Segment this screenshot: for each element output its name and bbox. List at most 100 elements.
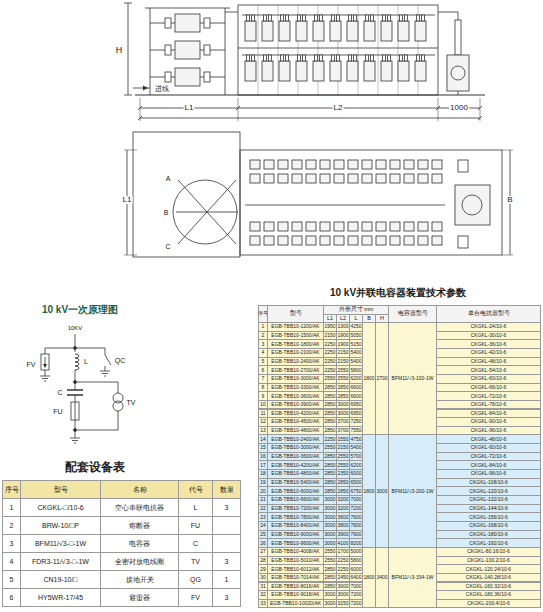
capacitor-can (390, 222, 400, 231)
table-cell: 1800 (362, 434, 376, 547)
fence-mesh (358, 5, 359, 95)
wire (438, 12, 458, 13)
bus-bar (245, 205, 445, 206)
frame-rail (238, 48, 438, 49)
wire (45, 348, 75, 354)
bushing (286, 55, 289, 61)
dimension-tick (124, 3, 132, 4)
capacitor-can (347, 21, 358, 41)
capacitor-can (381, 61, 392, 81)
capacitor-can (432, 160, 442, 169)
dimension-tick (436, 106, 440, 110)
table-cell: 3 (212, 498, 241, 517)
rack-post (225, 8, 226, 95)
capacitor-can (292, 222, 302, 231)
capacitor-can (262, 61, 273, 81)
wire (200, 77, 204, 78)
table-cell: 5 (2, 570, 21, 589)
bushing (332, 15, 335, 21)
bushing (417, 15, 420, 21)
phase-label: A (165, 175, 172, 182)
dimension-label: L2 (333, 104, 344, 112)
capacitor-can (264, 222, 274, 231)
bus-bar (225, 12, 238, 13)
capacitor-can (250, 222, 260, 231)
wire (75, 348, 105, 355)
junction-dot (74, 429, 77, 432)
wire (200, 50, 204, 51)
capacitor-can (264, 174, 274, 183)
insulator (204, 18, 210, 28)
wire (171, 50, 175, 51)
bushing (422, 15, 425, 21)
bushing (417, 55, 420, 61)
bushing (286, 15, 289, 21)
discharge-coil-symbol (113, 401, 123, 411)
extension-line (438, 98, 439, 121)
fence-mesh (338, 5, 339, 95)
bushing (337, 55, 340, 61)
phase-line (176, 212, 238, 213)
capacitor-can (376, 222, 386, 231)
extension-line (502, 255, 513, 256)
capacitor-can (279, 61, 290, 81)
bushing (252, 55, 255, 61)
fence-mesh (398, 5, 399, 95)
capacitor-can (362, 160, 372, 169)
wire (458, 12, 459, 20)
table-cell: 3000 (323, 599, 337, 609)
reactor-coil (75, 354, 79, 370)
wire (171, 23, 175, 24)
bushing (315, 55, 318, 61)
bushing (332, 55, 335, 61)
wire (75, 370, 76, 390)
bushing (366, 15, 369, 21)
surge-arrester (41, 354, 49, 370)
bushing (269, 15, 272, 21)
wire (75, 411, 118, 430)
arrow-head (143, 86, 148, 91)
capacitor-can (364, 61, 375, 81)
fuse-element (75, 402, 76, 420)
table-cell: 空心串联电抗器 (100, 498, 179, 517)
extension-line (502, 150, 513, 151)
switch-blade (105, 355, 111, 365)
capacitor-can (330, 21, 341, 41)
table-cell: QG (178, 570, 213, 589)
wire (75, 395, 76, 402)
table-header-cell: 数量 (212, 480, 241, 499)
capacitor-can (390, 160, 400, 169)
discharge-coil (447, 55, 469, 91)
capacitor-can (348, 160, 358, 169)
bushing (371, 15, 374, 21)
table-cell: HY5WR-17/45 (20, 588, 101, 607)
capacitor-can (418, 174, 428, 183)
table-cell: 3 (212, 552, 241, 571)
wire (75, 334, 76, 352)
rail (210, 77, 225, 78)
dimension-tick (236, 106, 240, 110)
bushing (247, 55, 250, 61)
wire (458, 91, 459, 95)
table-cell: 6 (2, 588, 21, 607)
coil-symbol (462, 195, 482, 215)
capacitor-unit (175, 41, 200, 59)
table-cell: 全密封放电线圈 (100, 552, 179, 571)
table-header-cell: 单台电抗器型号 (436, 305, 541, 323)
rail (150, 50, 165, 51)
fence-mesh (418, 5, 419, 95)
symbol-label: FV (26, 361, 37, 368)
table-cell: C (178, 534, 213, 553)
capacitor-can (432, 222, 442, 231)
bushing (354, 15, 357, 21)
bushing (354, 55, 357, 61)
dimension-tick (138, 106, 142, 110)
dimension-line (128, 3, 129, 95)
ground-symbol (42, 378, 48, 379)
bushing (422, 55, 425, 61)
reactor-block (455, 185, 490, 225)
table-cell: BFM11/√3-□-1W (20, 534, 101, 553)
capacitor-can (313, 21, 324, 41)
capacitor-can (306, 222, 316, 231)
